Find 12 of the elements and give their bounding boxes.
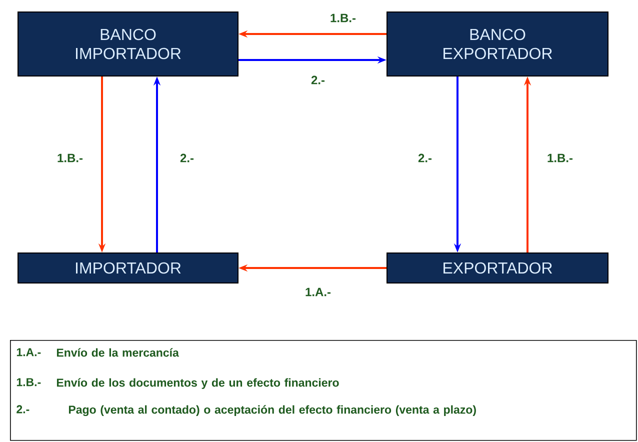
- edge-label: 1.B.-: [548, 154, 573, 162]
- edge-label: 1.B.-: [58, 154, 83, 162]
- edge-label: 2.-: [418, 154, 432, 162]
- party-box: EXPORTADOR: [386, 252, 608, 284]
- edge-label: 1.A.-: [306, 288, 331, 296]
- edge-label: 1.B.-: [330, 14, 356, 22]
- edge-label: 2.-: [311, 76, 325, 84]
- party-box: BANCO EXPORTADOR: [386, 12, 608, 76]
- party-box: BANCO IMPORTADOR: [18, 12, 238, 76]
- edge-label: 2.-: [180, 154, 194, 162]
- notes-box: 1.A.- Envío de la mercancía 1.B.- Envío de los documentos y de un efecto financiero 2.- Pago (venta al contado) o aceptación del efecto financiero (venta a plazo): [10, 340, 637, 441]
- party-box: IMPORTADOR: [18, 252, 238, 284]
